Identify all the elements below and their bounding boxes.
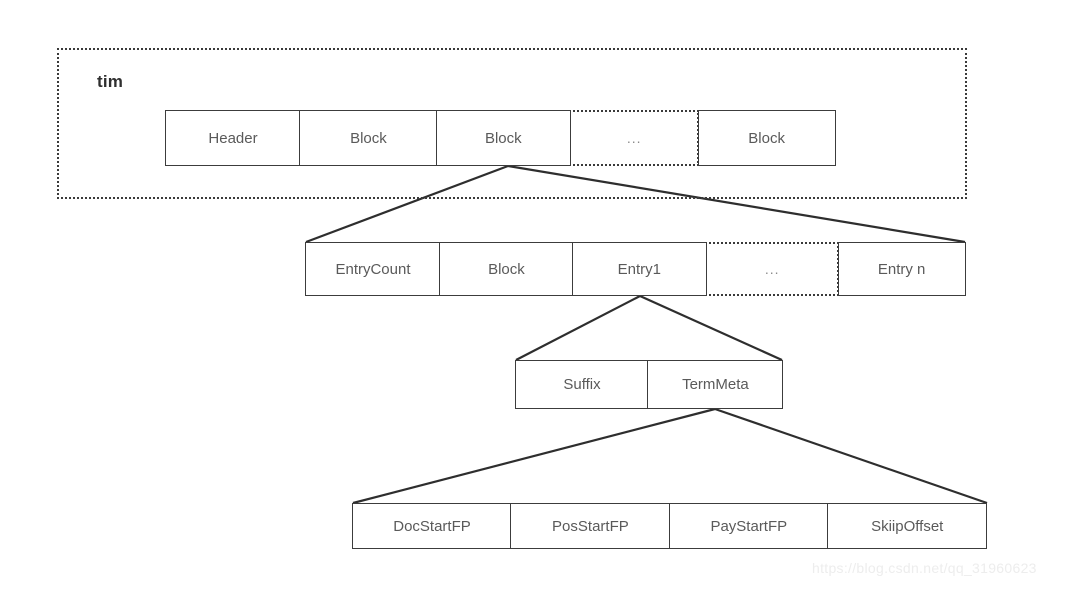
cell-entry1[interactable]: Entry1 xyxy=(571,242,707,296)
watermark-text: https://blog.csdn.net/qq_31960623 xyxy=(812,560,1037,576)
cell-block-inner[interactable]: Block xyxy=(439,242,574,296)
connector-entry1-to-row3-left xyxy=(515,295,641,361)
cell-block-2[interactable]: Block xyxy=(435,110,571,166)
cell-skiipoffset[interactable]: SkiipOffset xyxy=(827,503,988,549)
cell-header[interactable]: Header xyxy=(165,110,301,166)
cell-block-1[interactable]: Block xyxy=(299,110,438,166)
cell-entry-n[interactable]: Entry n xyxy=(837,242,966,296)
cell-entrycount[interactable]: EntryCount xyxy=(305,242,441,296)
connector-entry1-to-row3-right xyxy=(639,294,783,362)
connector-termmeta-to-row4-left xyxy=(352,407,716,505)
cell-docstartfp[interactable]: DocStartFP xyxy=(352,503,512,549)
cell-suffix[interactable]: Suffix xyxy=(515,360,649,409)
cell-paystartfp[interactable]: PayStartFP xyxy=(668,503,829,549)
cell-ellipsis-row2: ... xyxy=(705,242,840,296)
cell-ellipsis-row1: ... xyxy=(569,110,700,166)
cell-posstartfp[interactable]: PosStartFP xyxy=(510,503,671,549)
entry-detail-row: Suffix TermMeta xyxy=(515,360,784,409)
tim-file-row: Header Block Block ... Block xyxy=(165,110,836,166)
block-detail-row: EntryCount Block Entry1 ... Entry n xyxy=(305,242,966,296)
tim-file-container xyxy=(57,48,967,199)
cell-block-n[interactable]: Block xyxy=(697,110,836,166)
cell-termmeta[interactable]: TermMeta xyxy=(647,360,784,409)
tim-label: tim xyxy=(97,72,124,91)
termmeta-detail-row: DocStartFP PosStartFP PayStartFP SkiipOf… xyxy=(352,503,988,549)
connector-termmeta-to-row4-right xyxy=(714,407,988,505)
